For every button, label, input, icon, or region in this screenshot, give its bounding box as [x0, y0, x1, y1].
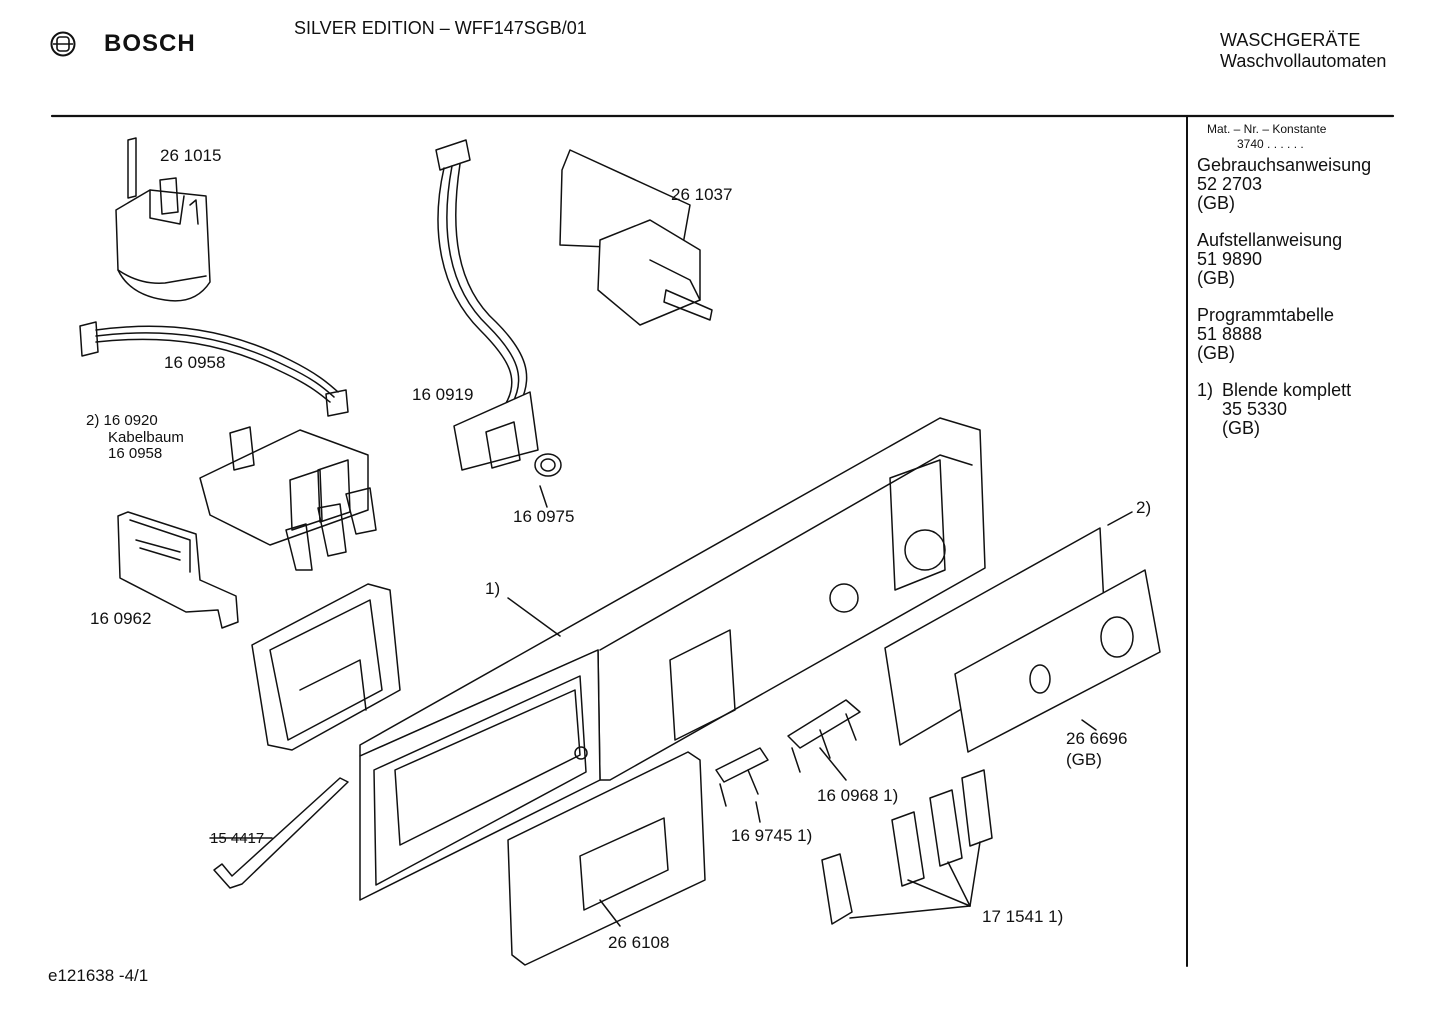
- mat-value: 3740 . . . . . .: [1237, 137, 1304, 151]
- note-title: Blende komplett: [1222, 380, 1352, 400]
- note-marker: 1): [1197, 380, 1214, 400]
- leader-169745: [755, 801, 761, 823]
- label-160968: 16 0968 1): [817, 786, 899, 805]
- doc-title: Aufstellanweisung: [1197, 230, 1343, 250]
- label-171541: 17 1541 1): [982, 907, 1064, 926]
- label-160958-kabel: 16 0958: [108, 445, 163, 462]
- part-266108-shape: [507, 751, 706, 966]
- label-261037: 26 1037: [671, 185, 733, 204]
- leader-171541-a: [849, 905, 971, 919]
- doc-title: Gebrauchsanweisung: [1197, 155, 1372, 175]
- leader-171541-d: [969, 841, 981, 907]
- doc-region: (GB): [1197, 343, 1235, 363]
- document-id: e121638 -4/1: [48, 966, 149, 985]
- part-160975-shape: [534, 453, 562, 477]
- doc-number: 51 8888: [1197, 324, 1263, 344]
- label-169745: 16 9745 1): [731, 826, 813, 845]
- part-169745-shape: [715, 747, 769, 807]
- note-number: 35 5330: [1222, 399, 1288, 419]
- label-ref2: 2): [1136, 498, 1152, 517]
- label-160919: 16 0919: [412, 385, 474, 404]
- label-160958: 16 0958: [164, 353, 226, 372]
- brand-name: BOSCH: [104, 30, 196, 57]
- leader-ref1: [507, 597, 561, 637]
- label-kabelbaum: Kabelbaum: [108, 429, 184, 446]
- leader-160968: [819, 747, 847, 781]
- part-266696-shape: [954, 569, 1161, 753]
- doc-region: (GB): [1197, 268, 1235, 288]
- label-266696: 26 6696: [1066, 729, 1128, 748]
- label-266696-region: (GB): [1066, 750, 1102, 769]
- part-261037-shape: [559, 149, 713, 326]
- switch-holder-shape: [251, 583, 401, 751]
- part-160919-shape: [435, 139, 539, 471]
- leader-171541-b: [907, 879, 971, 907]
- model-title: SILVER EDITION – WFF147SGB/01: [294, 18, 587, 38]
- category-subtitle: Waschvollautomaten: [1220, 51, 1387, 71]
- leader-160975: [539, 485, 548, 508]
- doc-region: (GB): [1197, 193, 1235, 213]
- category-title: WASCHGERÄTE: [1220, 30, 1361, 50]
- doc-number: 51 9890: [1197, 249, 1263, 269]
- note-region: (GB): [1222, 418, 1260, 438]
- mat-label: Mat. – Nr. – Konstante: [1207, 122, 1327, 136]
- leader-171541-c: [947, 861, 971, 907]
- label-160962: 16 0962: [90, 609, 152, 628]
- leader-266696: [1081, 719, 1097, 731]
- doc-title: Programmtabelle: [1197, 305, 1335, 325]
- label-261015: 26 1015: [160, 146, 222, 165]
- label-160920: 2) 16 0920: [86, 412, 158, 429]
- part-160962-shape: [117, 511, 239, 629]
- bosch-logo-icon: [50, 31, 76, 57]
- part-160958-shape: [79, 321, 349, 417]
- label-266108: 26 6108: [608, 933, 670, 952]
- leader-266108: [599, 899, 621, 927]
- part-160920-shape: [199, 426, 377, 571]
- part-171541-shape: [821, 769, 993, 925]
- doc-number: 52 2703: [1197, 174, 1263, 194]
- label-154417: 15 4417: [210, 830, 265, 847]
- part-261015-shape: [115, 137, 211, 302]
- label-160975: 16 0975: [513, 507, 575, 526]
- part-160968-shape: [787, 699, 861, 773]
- label-ref1: 1): [485, 579, 501, 598]
- part-154417-shape: [213, 777, 349, 889]
- control-panel-shape: [359, 417, 986, 901]
